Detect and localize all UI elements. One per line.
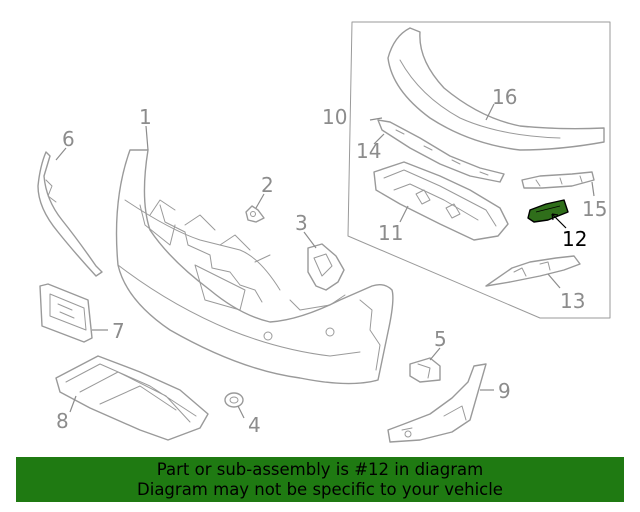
part-8-deflector [55, 355, 209, 441]
part-11-absorber [373, 161, 509, 241]
callout-12: 12 [562, 227, 587, 251]
inset-box [347, 21, 611, 319]
banner-line-1: Part or sub-assembly is #12 in diagram [156, 460, 484, 479]
part-1-bumper-cover [115, 149, 394, 385]
part-13-lower-guide [485, 255, 581, 287]
callout-8: 8 [56, 409, 69, 433]
callout-9: 9 [498, 379, 511, 403]
info-banner: Part or sub-assembly is #12 in diagram D… [16, 457, 624, 502]
callout-13: 13 [560, 289, 585, 313]
part-4-grommet [224, 392, 244, 408]
callout-2: 2 [261, 173, 274, 197]
callout-3: 3 [295, 211, 308, 235]
leader-lines [55, 103, 595, 419]
part-2-bracket [245, 205, 265, 223]
callout-4: 4 [248, 413, 261, 437]
part-5-sensor-holder [409, 357, 441, 383]
part-3-side-bracket [307, 243, 345, 291]
part-9-corner-bracket [387, 363, 487, 443]
callout-7: 7 [112, 319, 125, 343]
callout-10: 10 [322, 105, 347, 129]
part-16-upper-bar [387, 27, 605, 151]
banner-line-2: Diagram may not be specific to your vehi… [137, 480, 503, 499]
callout-1: 1 [139, 105, 152, 129]
callout-11: 11 [378, 221, 403, 245]
part-15-bracket [521, 171, 595, 189]
callout-6: 6 [62, 127, 75, 151]
part-12-guide-highlighted [527, 199, 569, 223]
parts-diagram: 1 2 3 4 5 6 7 8 9 10 11 12 13 14 15 16 [37, 21, 611, 443]
part-7-license-bracket [39, 283, 93, 343]
part-14-strip [377, 119, 505, 183]
callout-5: 5 [434, 327, 447, 351]
callout-15: 15 [582, 197, 607, 221]
part-6-trim-strip [37, 151, 103, 277]
callout-16: 16 [492, 85, 517, 109]
callout-14: 14 [356, 139, 381, 163]
